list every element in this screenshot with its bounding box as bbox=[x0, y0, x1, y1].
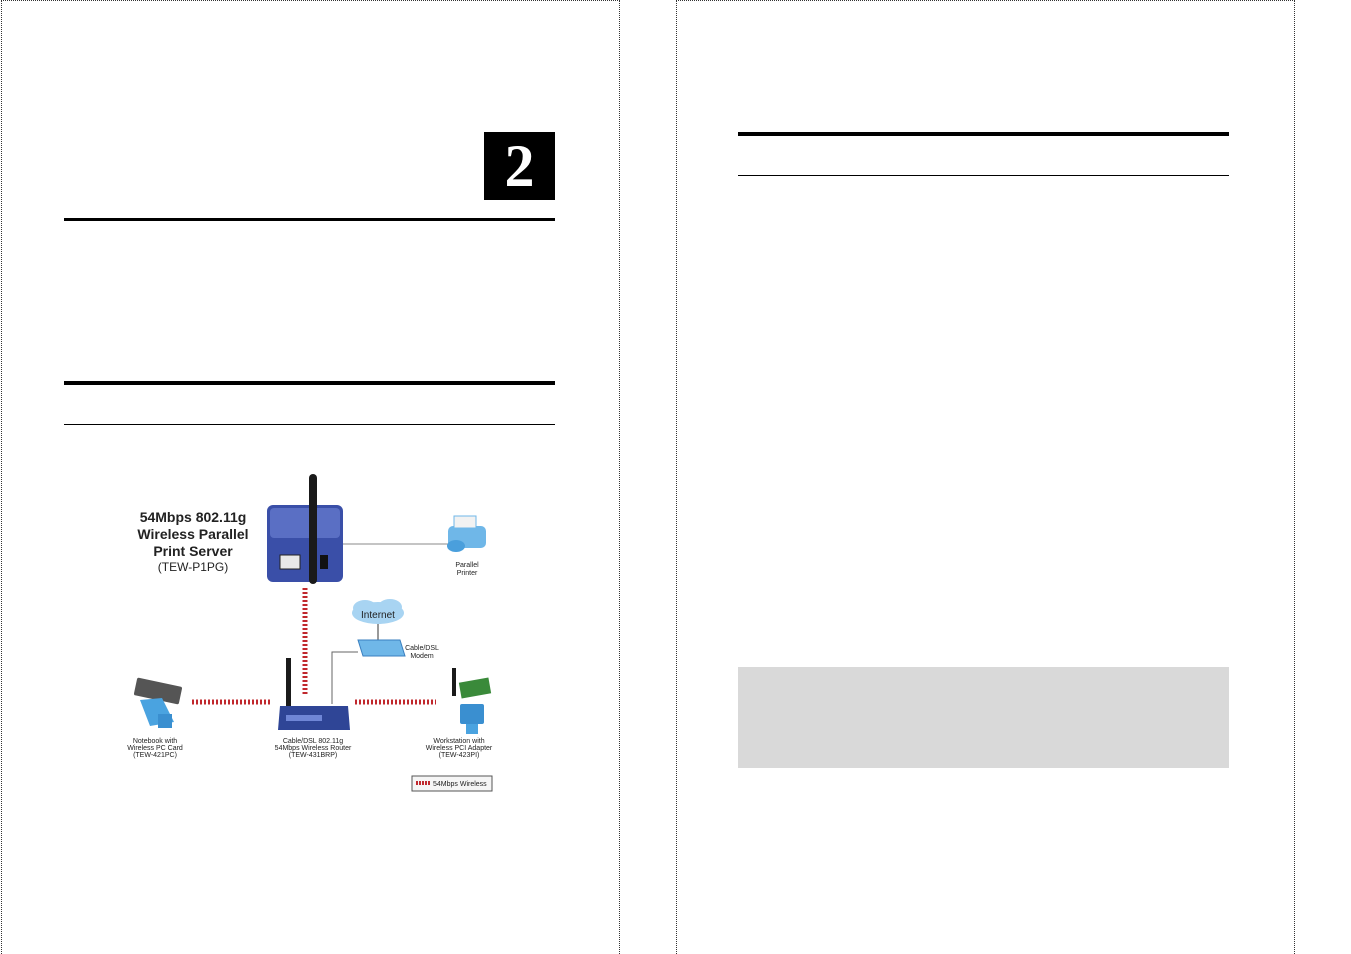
router-label-line2: 54Mbps Wireless Router bbox=[275, 745, 352, 752]
section-rule-thick-2 bbox=[64, 381, 555, 385]
router-label-line3: (TEW-431BRP) bbox=[289, 752, 338, 759]
notebook-label-line3: (TEW-421PC) bbox=[133, 752, 177, 759]
product-title-line3: Print Server bbox=[153, 543, 233, 559]
diagram-legend bbox=[411, 775, 493, 792]
printer-label-line1: Parallel bbox=[455, 562, 479, 569]
printer-image bbox=[447, 515, 486, 552]
notebook-label-line2: Wireless PC Card bbox=[127, 745, 183, 752]
workstation-label-line1: Workstation with bbox=[433, 738, 484, 745]
workstation-image bbox=[452, 668, 492, 734]
right-page bbox=[676, 0, 1295, 954]
internet-label: Internet bbox=[361, 610, 395, 621]
modem-label-line2: Modem bbox=[410, 653, 434, 660]
print-server-image bbox=[267, 474, 343, 584]
printer-label-line2: Printer bbox=[457, 570, 478, 577]
section-rule-thick-1 bbox=[64, 218, 555, 221]
left-page bbox=[1, 0, 620, 954]
notebook-label-line1: Notebook with bbox=[133, 738, 177, 745]
router-label-line1: Cable/DSL 802.11g bbox=[283, 738, 343, 745]
product-title-line2: Wireless Parallel bbox=[137, 526, 248, 542]
chapter-number-box: 2 bbox=[484, 132, 555, 200]
product-title-line1: 54Mbps 802.11g bbox=[140, 509, 247, 525]
note-box bbox=[738, 667, 1229, 768]
notebook-image bbox=[134, 677, 182, 728]
product-model: (TEW-P1PG) bbox=[158, 560, 228, 574]
modem-image bbox=[357, 639, 406, 657]
workstation-label-line3: (TEW-423PI) bbox=[439, 752, 480, 759]
workstation-label-line2: Wireless PCI Adapter bbox=[426, 745, 493, 752]
modem-label-line1: Cable/DSL bbox=[405, 645, 439, 652]
network-diagram: 54Mbps 802.11g Wireless Parallel Print S… bbox=[127, 474, 493, 792]
legend-label: 54Mbps Wireless bbox=[433, 781, 487, 788]
right-section-rule-thick bbox=[738, 132, 1229, 136]
router-image bbox=[278, 658, 350, 730]
internet-cloud-image bbox=[352, 599, 404, 624]
right-section-rule-thin bbox=[738, 175, 1229, 176]
section-rule-thin bbox=[64, 424, 555, 425]
